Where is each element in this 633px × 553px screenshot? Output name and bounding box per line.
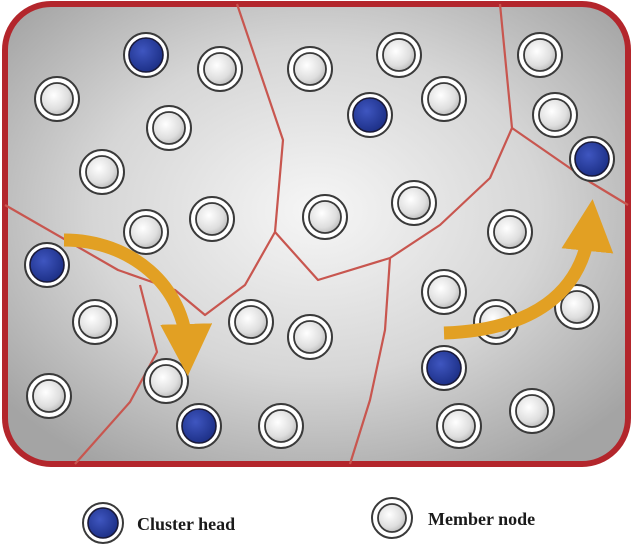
member-node [189,196,235,242]
member-node [287,314,333,360]
member-node [143,358,189,404]
member-node [72,299,118,345]
member-node [26,373,72,419]
member-node [302,194,348,240]
legend-cluster-head-label: Cluster head [137,514,235,534]
cluster-heads [24,32,615,449]
cluster-boundary-line [4,204,276,317]
member-node [391,180,437,226]
member-node [146,105,192,151]
cluster-boundary-line [511,127,629,206]
legend-member-node-icon [371,497,413,539]
cluster-head-node [347,92,393,138]
cluster-head-node [176,403,222,449]
arrow-left [63,233,213,376]
member-nodes [26,32,600,449]
member-node [421,269,467,315]
arrow-right [443,199,614,340]
member-node [517,32,563,78]
member-node [228,299,274,345]
legend-cluster-head-icon [82,502,124,544]
transmission-arrows [63,199,614,376]
member-node [554,284,600,330]
member-node [421,76,467,122]
member-node [487,209,533,255]
member-node [436,403,482,449]
member-node [532,92,578,138]
cluster-head-node [569,136,615,182]
cluster-head-node [24,242,70,288]
cluster-head-node [123,32,169,78]
member-node [509,388,555,434]
member-node [197,46,243,92]
cluster-boundary-line [348,257,392,465]
legend: Cluster head Member node [82,497,535,544]
member-node [287,46,333,92]
legend-member-node-label: Member node [428,509,535,529]
member-node [376,32,422,78]
member-node [123,209,169,255]
member-node [79,149,125,195]
member-node [258,403,304,449]
member-node [34,76,80,122]
cluster-head-node [421,345,467,391]
